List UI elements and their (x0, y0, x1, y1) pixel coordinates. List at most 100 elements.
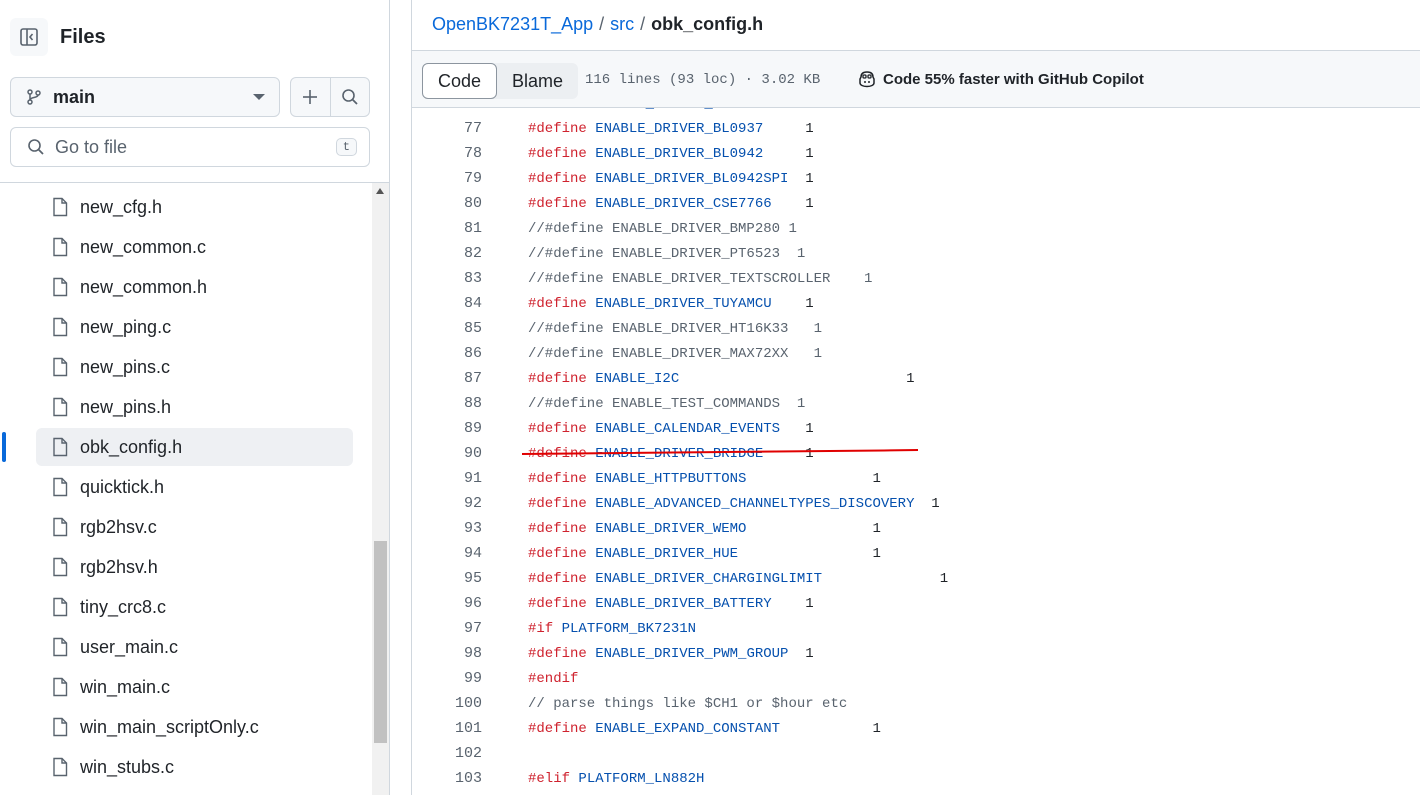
line-number[interactable]: 82 (463, 245, 482, 262)
code-lines: 76#define ENABLE_DRIVER_LED 177#define E… (412, 108, 1420, 791)
breadcrumb-folder-link[interactable]: src (610, 14, 635, 34)
tree-item-file[interactable]: rgb2hsv.h (36, 548, 353, 586)
code-line: 99#endif (412, 666, 1420, 691)
line-number[interactable]: 100 (454, 695, 482, 712)
search-button[interactable] (329, 78, 370, 116)
copilot-promo-link[interactable]: Code 55% faster with GitHub Copilot (857, 70, 1144, 88)
code-comment: //#define ENABLE_DRIVER_BMP280 1 (528, 220, 797, 237)
tab-blame[interactable]: Blame (512, 70, 564, 91)
go-to-file-input[interactable]: Go to file t (10, 127, 370, 167)
code-keyword: #define (528, 595, 587, 612)
branch-name: main (53, 86, 96, 107)
line-number[interactable]: 98 (463, 645, 482, 662)
line-number[interactable]: 76 (412, 108, 482, 112)
code-line: 79#define ENABLE_DRIVER_BL0942SPI 1 (412, 166, 1420, 191)
tree-item-file[interactable]: obk_config.h (36, 428, 353, 466)
code-value: 1 (939, 570, 949, 587)
go-to-file-placeholder: Go to file (55, 136, 128, 157)
sidebar-scrollbar[interactable] (372, 183, 389, 795)
file-toolbar: Code Blame 116 lines (93 loc) · 3.02 KB … (412, 50, 1420, 108)
line-number[interactable]: 90 (463, 445, 482, 462)
sidebar-header: Files (10, 18, 380, 58)
file-icon (53, 317, 68, 337)
line-number[interactable]: 83 (463, 270, 482, 287)
line-number[interactable]: 93 (463, 520, 482, 537)
line-number[interactable]: 80 (463, 195, 482, 212)
tree-item-file[interactable]: win_main.c (36, 668, 353, 706)
code-value: 1 (805, 195, 814, 212)
line-number[interactable]: 92 (463, 495, 482, 512)
scrollbar-thumb[interactable] (374, 541, 387, 743)
tree-item-file[interactable]: rgb2hsv.c (36, 508, 353, 546)
code-padding (772, 596, 797, 612)
code-line: 94#define ENABLE_DRIVER_HUE 1 (412, 541, 1420, 566)
tree-item-label: obk_config.h (80, 436, 183, 457)
line-number[interactable]: 85 (463, 320, 482, 337)
code-keyword: #define (528, 545, 587, 562)
code-padding (788, 171, 796, 187)
tree-item-file[interactable]: quicktick.h (36, 468, 353, 506)
line-number[interactable]: 103 (454, 770, 482, 787)
line-number[interactable]: 88 (463, 395, 482, 412)
code-padding (738, 108, 797, 112)
line-number[interactable]: 84 (463, 295, 482, 312)
line-number[interactable]: 78 (463, 145, 482, 162)
line-number[interactable]: 77 (463, 120, 482, 137)
line-number[interactable]: 87 (463, 370, 482, 387)
line-number[interactable]: 89 (463, 420, 482, 437)
tab-code[interactable]: Code (422, 63, 498, 99)
code-value: 1 (931, 495, 940, 512)
file-icon (53, 237, 68, 257)
tree-item-file[interactable]: new_pins.c (36, 348, 353, 386)
tree-item-file[interactable]: win_stubs.c (36, 748, 353, 786)
code-line: 98#define ENABLE_DRIVER_PWM_GROUP 1 (412, 641, 1420, 666)
code-identifier: ENABLE_DRIVER_TUYAMCU (595, 295, 772, 312)
scroll-up-arrow-icon[interactable] (376, 188, 384, 194)
code-value: 1 (805, 295, 814, 312)
tree-actions (290, 77, 370, 117)
code-view[interactable]: 76#define ENABLE_DRIVER_LED 177#define E… (412, 108, 1420, 795)
line-number[interactable]: 91 (463, 470, 482, 487)
code-line: 89#define ENABLE_CALENDAR_EVENTS 1 (412, 416, 1420, 441)
code-keyword: #define (528, 145, 587, 162)
line-number[interactable]: 99 (463, 670, 482, 687)
line-number[interactable]: 97 (463, 620, 482, 637)
code-value: 1 (805, 595, 814, 612)
code-keyword: #define (528, 370, 587, 387)
file-tree-sidebar: Files main Go (0, 0, 390, 795)
line-number[interactable]: 94 (463, 545, 482, 562)
code-padding (763, 146, 797, 162)
line-number[interactable]: 81 (463, 220, 482, 237)
line-number[interactable]: 95 (463, 570, 482, 587)
tree-item-file[interactable]: user_main.c (36, 628, 353, 666)
breadcrumb-repo-link[interactable]: OpenBK7231T_App (432, 14, 594, 34)
tree-item-file[interactable]: new_pins.h (36, 388, 353, 426)
code-keyword: #define (528, 470, 587, 487)
code-identifier: ENABLE_DRIVER_HUE (595, 545, 739, 562)
branch-selector[interactable]: main (10, 77, 280, 117)
add-file-button[interactable] (291, 78, 330, 116)
code-value: 1 (872, 720, 881, 737)
line-number[interactable]: 102 (454, 745, 482, 762)
file-icon (53, 477, 68, 497)
tree-item-file[interactable]: new_common.c (36, 228, 353, 266)
tree-item-file[interactable]: tiny_crc8.c (36, 588, 353, 626)
tree-item-file[interactable]: new_common.h (36, 268, 353, 306)
line-number[interactable]: 79 (463, 170, 482, 187)
code-padding (914, 496, 922, 512)
line-number[interactable]: 86 (463, 345, 482, 362)
collapse-sidebar-button[interactable] (10, 18, 48, 56)
tree-item-file[interactable]: win_main_scriptOnly.c (36, 708, 353, 746)
tree-item-file[interactable]: new_cfg.h (36, 188, 353, 226)
copilot-promo-text: Code 55% faster with GitHub Copilot (883, 70, 1144, 88)
code-line: 84#define ENABLE_DRIVER_TUYAMCU 1 (412, 291, 1420, 316)
code-padding (679, 371, 897, 387)
code-line: 90#define ENABLE_DRIVER_BRIDGE 1 (412, 441, 1420, 466)
code-padding (780, 421, 797, 437)
code-comment: //#define ENABLE_TEST_COMMANDS 1 (528, 395, 806, 412)
tree-item-file[interactable]: new_ping.c (36, 308, 353, 346)
code-identifier: ENABLE_DRIVER_BL0937 (595, 120, 764, 137)
line-number[interactable]: 101 (454, 720, 482, 737)
line-number[interactable]: 96 (463, 595, 482, 612)
code-identifier: ENABLE_DRIVER_BL0942SPI (595, 170, 789, 187)
